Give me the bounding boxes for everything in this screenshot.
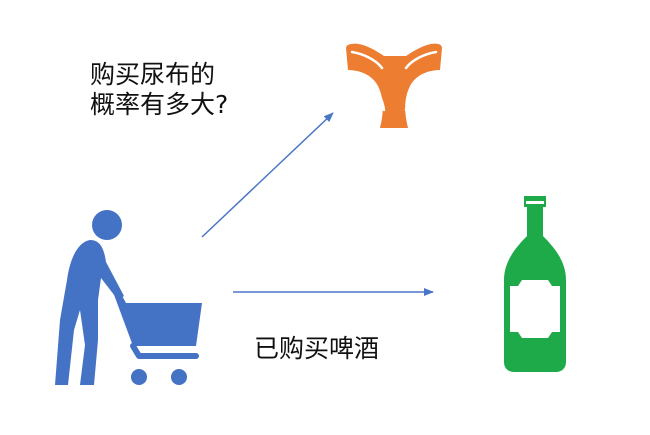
diaper-icon bbox=[346, 43, 442, 129]
shopper-with-cart-icon bbox=[55, 210, 202, 385]
question-line-2: 概率有多大? bbox=[90, 90, 229, 119]
beer-bottle-icon bbox=[504, 196, 566, 372]
arrow-to-diaper bbox=[201, 112, 334, 238]
purchase-probability-question: 购买尿布的 概率有多大? bbox=[90, 60, 228, 120]
bought-beer-label: 已购买啤酒 bbox=[254, 334, 380, 363]
question-line-1: 购买尿布的 bbox=[90, 60, 216, 89]
